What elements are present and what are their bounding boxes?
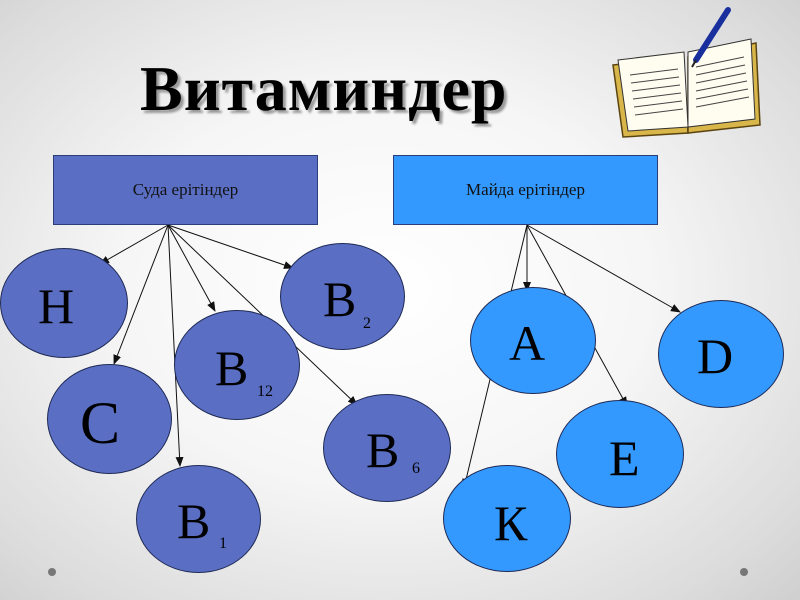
vitamin-b6-subscript: 6 bbox=[412, 460, 420, 477]
water-soluble-label: Суда ерітіндер bbox=[132, 180, 239, 199]
vitamin-b1-subscript: 1 bbox=[219, 535, 227, 552]
vitamin-b6-letter: В bbox=[366, 422, 400, 478]
vitamin-b12-node: В 12 bbox=[174, 310, 300, 420]
vitamin-b1-node: В 1 bbox=[136, 465, 261, 573]
arrow-to-b12 bbox=[167, 224, 216, 312]
vitamin-e-letter: Е bbox=[609, 430, 640, 486]
vitamin-b1-letter: В bbox=[177, 493, 211, 549]
arrow-to-b2 bbox=[167, 224, 294, 269]
vitamin-a-letter: А bbox=[509, 315, 546, 371]
page-title: Витаминдер bbox=[140, 53, 508, 124]
fat-soluble-label: Майда ерітіндер bbox=[466, 180, 585, 199]
vitamin-b2-letter: В bbox=[323, 271, 357, 327]
arrow-to-h bbox=[99, 224, 169, 265]
arrow-to-d bbox=[526, 224, 681, 313]
vitamin-k-node: К bbox=[443, 465, 571, 572]
vitamin-h-node: Н bbox=[0, 248, 128, 358]
nav-dot-right bbox=[740, 568, 748, 576]
arrow-to-c bbox=[113, 224, 169, 365]
open-book-with-pen-icon bbox=[612, 7, 761, 138]
vitamin-a-node: А bbox=[470, 287, 596, 394]
vitamin-d-node: D bbox=[658, 300, 784, 408]
vitamin-b12-subscript: 12 bbox=[257, 383, 273, 400]
nav-dot-left bbox=[48, 568, 56, 576]
vitamin-b2-subscript: 2 bbox=[363, 315, 371, 332]
vitamin-c-node: С bbox=[47, 364, 172, 474]
vitamin-b12-letter: В bbox=[215, 340, 249, 396]
vitamin-e-node: Е bbox=[556, 400, 684, 508]
vitamin-h-letter: Н bbox=[38, 278, 75, 334]
vitamin-c-letter: С bbox=[80, 390, 121, 456]
arrow-to-b1 bbox=[167, 224, 184, 467]
vitamin-d-letter: D bbox=[697, 328, 734, 384]
vitamin-b2-node: В 2 bbox=[280, 243, 405, 350]
fat-soluble-box: Майда ерітіндер bbox=[393, 155, 658, 225]
vitamin-k-letter: К bbox=[494, 495, 528, 551]
water-soluble-box: Суда ерітіндер bbox=[53, 155, 318, 225]
vitamin-b6-node: В 6 bbox=[323, 394, 451, 502]
